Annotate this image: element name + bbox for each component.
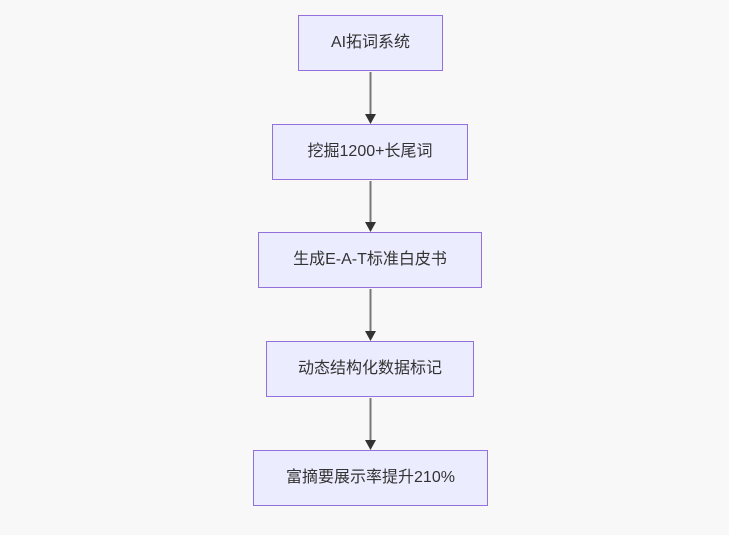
flow-node-generate-eat-whitepaper: 生成E-A-T标准白皮书 bbox=[258, 232, 482, 288]
flow-arrow-d-e bbox=[365, 398, 376, 450]
flow-node-ai-word-expansion-system: AI拓词系统 bbox=[298, 15, 443, 71]
flow-node-label: AI拓词系统 bbox=[330, 34, 411, 52]
flow-node-mine-longtail-keywords: 挖掘1200+长尾词 bbox=[272, 124, 468, 180]
flow-node-rich-snippet-rate-increase: 富摘要展示率提升210% bbox=[253, 450, 488, 506]
flow-node-label: 生成E-A-T标准白皮书 bbox=[293, 251, 447, 269]
flow-arrow-a-b bbox=[365, 72, 376, 124]
flow-node-label: 富摘要展示率提升210% bbox=[286, 469, 455, 487]
flow-arrow-b-c bbox=[365, 181, 376, 232]
flow-node-label: 挖掘1200+长尾词 bbox=[307, 143, 433, 161]
flow-node-dynamic-structured-data-markup: 动态结构化数据标记 bbox=[266, 341, 474, 397]
flow-node-label: 动态结构化数据标记 bbox=[297, 360, 442, 378]
flow-arrow-c-d bbox=[365, 289, 376, 341]
